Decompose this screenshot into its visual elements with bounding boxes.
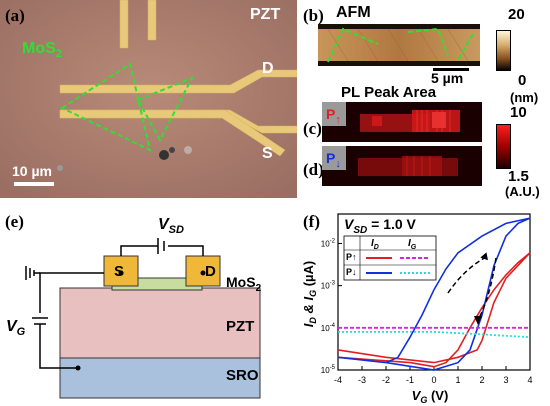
source-contact-label: S xyxy=(114,263,125,280)
x-tick-label: -4 xyxy=(334,375,342,385)
channel-label: MoS2 xyxy=(226,274,261,294)
y-tick-label: 10-5 xyxy=(321,365,336,375)
pl-colorbar xyxy=(496,124,511,169)
panel-c-label: (c) xyxy=(303,119,322,138)
afm-colorbar-min: 0 xyxy=(518,72,527,89)
source-electrode-label: S xyxy=(262,145,273,162)
panel-b-label: (b) xyxy=(303,6,324,25)
vg-label: VG xyxy=(6,318,25,338)
vsd-condition: VSD = 1.0 V xyxy=(344,216,416,236)
device-schematic xyxy=(25,238,261,399)
afm-title: AFM xyxy=(336,4,371,21)
mos2-text: MoS xyxy=(22,40,56,57)
legend-ig-letter: I xyxy=(408,238,411,249)
legend-row-down: P↓ xyxy=(346,267,357,277)
afm-colorbar-unit: (nm) xyxy=(510,90,539,105)
pl-map-up xyxy=(322,102,482,142)
arrow-head-down xyxy=(474,316,482,325)
x-tick-label: 1 xyxy=(455,375,460,385)
optical-image xyxy=(0,0,297,198)
pzt-layer-label: PZT xyxy=(226,318,255,335)
pl-title: PL Peak Area xyxy=(341,84,437,101)
pl-up-polarization-label: P↑ xyxy=(326,106,341,126)
afm-scale-bar xyxy=(433,68,469,71)
pl-colorbar-unit: (A.U.) xyxy=(505,184,540,199)
pzt-label: PZT xyxy=(250,6,281,23)
mos2-subscript: 2 xyxy=(55,48,62,61)
y-tick-label: 10-4 xyxy=(321,323,336,333)
series-line-1 xyxy=(337,217,531,371)
pl-map-down xyxy=(322,146,482,186)
axis-ylabel: ID & IG (µA) xyxy=(301,261,318,328)
axis-xlabel: VG (V) xyxy=(412,388,449,405)
arrow-head-up xyxy=(480,252,488,261)
vg-subscript: G xyxy=(16,326,26,339)
drain-electrode-label: D xyxy=(262,60,274,77)
x-tick-label: -1 xyxy=(406,375,414,385)
x-tick-label: 0 xyxy=(431,375,436,385)
pol-up-arrow: ↑ xyxy=(335,113,341,126)
pol-up-letter: P xyxy=(326,106,336,122)
x-tick-label: 3 xyxy=(503,375,508,385)
vsd-label: VSD xyxy=(158,216,184,236)
sro-layer-label: SRO xyxy=(226,367,259,384)
afm-colorbar-max: 20 xyxy=(508,6,525,23)
x-tick-label: 2 xyxy=(479,375,484,385)
legend-id-letter: I xyxy=(371,238,374,249)
afm-scale-bar-label: 5 µm xyxy=(431,70,464,86)
panel-f-label: (f) xyxy=(303,212,320,231)
condition-value: = 1.0 V xyxy=(367,216,416,232)
x-tick-label: -2 xyxy=(382,375,390,385)
vg-letter: V xyxy=(6,318,17,335)
panel-d-label: (d) xyxy=(303,160,324,179)
vsd-letter: V xyxy=(158,216,169,233)
panel-a-label: (a) xyxy=(5,6,25,25)
legend-header-id: ID xyxy=(371,238,379,251)
y-tick-label: 10-2 xyxy=(321,238,336,248)
series-line-0 xyxy=(337,252,531,368)
channel-text: MoS xyxy=(226,274,256,290)
sweep-arrow-down xyxy=(477,257,497,321)
x-tick-label: 4 xyxy=(527,375,532,385)
y-tick-label: 10-3 xyxy=(321,281,336,291)
panel-e-label: (e) xyxy=(5,212,24,231)
legend-ig-sub: G xyxy=(410,244,417,251)
afm-colorbar xyxy=(496,30,511,71)
scale-bar-label: 10 µm xyxy=(12,163,52,179)
pl-down-polarization-label: P↓ xyxy=(326,150,341,170)
pl-colorbar-min: 1.5 xyxy=(508,168,529,185)
condition-sub: SD xyxy=(353,224,368,236)
legend-header-ig: IG xyxy=(408,238,416,251)
x-tick-label: -3 xyxy=(358,375,366,385)
afm-image xyxy=(318,24,480,66)
pol-down-letter: P xyxy=(326,150,336,166)
mos2-flake-label: MoS2 xyxy=(22,40,62,60)
legend-id-sub: D xyxy=(373,244,379,251)
pol-down-arrow: ↓ xyxy=(335,157,341,170)
condition-v: V xyxy=(344,216,354,232)
pl-colorbar-max: 10 xyxy=(510,104,527,121)
vsd-subscript: SD xyxy=(168,224,184,237)
channel-subscript: 2 xyxy=(255,282,262,294)
legend-row-up: P↑ xyxy=(346,252,357,262)
drain-contact-label: D xyxy=(205,263,216,280)
